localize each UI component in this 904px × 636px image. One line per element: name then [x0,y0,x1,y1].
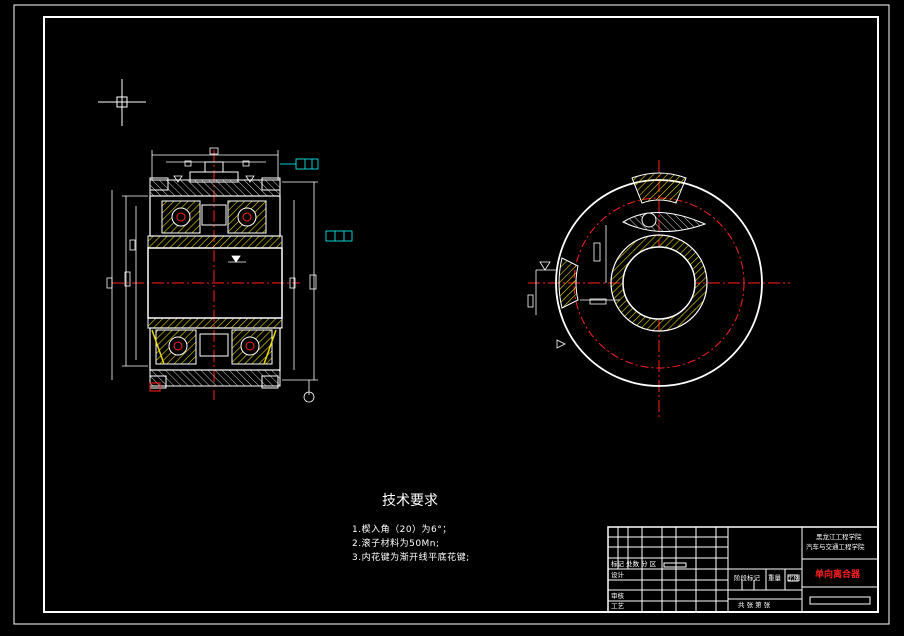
tech-requirements-title: 技术要求 [382,493,438,509]
crosshair-cursor-icon [98,79,146,126]
section-view [106,147,353,403]
school-name-line2: 汽车与交通工程学院 [806,543,865,551]
dimension-lines [106,147,318,395]
drawing-name: 单向离合器 [815,570,861,580]
flange-bottom [149,375,279,392]
review-label: 审核 [611,592,624,600]
tech-requirement-2: 2.滚子材料为50Mn; [352,539,440,549]
bearing-top [161,200,267,234]
tech-requirement-1: 1.楔入角（20）为6°； [352,525,452,535]
title-block-grid [607,526,879,613]
end-view [527,160,790,418]
weight-label: 重量 [768,574,781,582]
process-label: 工艺 [611,602,624,610]
datum-symbol-icon [173,175,315,403]
end-view-dimensions [527,225,620,349]
design-label: 设计 [611,571,624,579]
drawing-frame [13,4,890,625]
sheet-count-label: 共 张 第 张 [738,601,771,609]
bearing-bottom [151,329,277,365]
school-name-line1: 黑龙江工程学院 [816,533,862,541]
mark-label: 标记 处数 分 区 [611,560,657,568]
tech-requirement-3: 3.内花键为渐开线平底花键; [352,553,470,563]
tolerance-frames [280,158,353,242]
flange-top [149,161,281,191]
stage-mark-label: 阶段标记 [734,574,760,582]
scale-label: 比例 [787,574,800,582]
